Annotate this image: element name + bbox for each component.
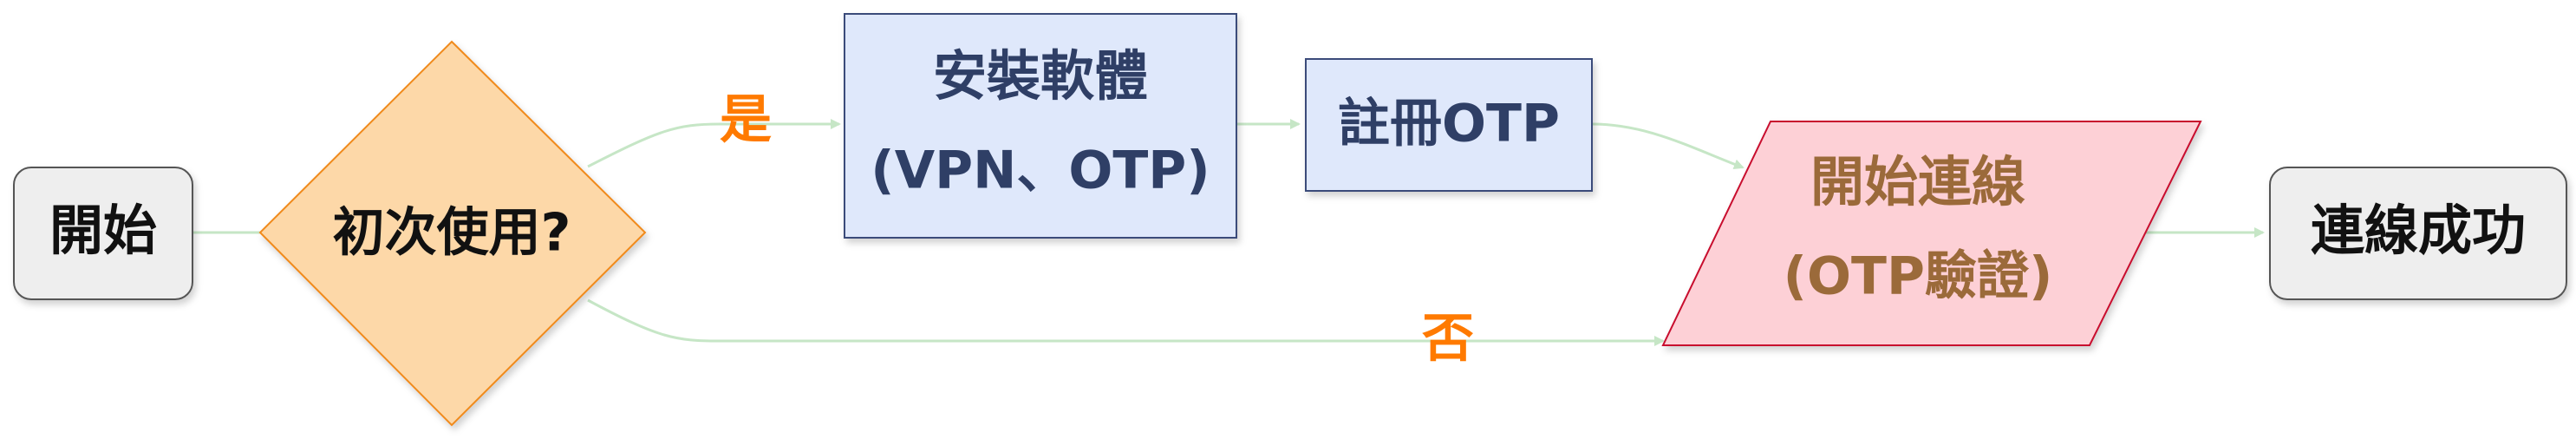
- connect-node-label-line1: 開始連線: [1810, 150, 2025, 213]
- decision-node-label: 初次使用?: [333, 203, 571, 264]
- decision-node: 初次使用?: [258, 40, 647, 427]
- start-node-shape: [13, 167, 193, 300]
- install-node: 安裝軟體 (VPN、OTP): [844, 13, 1237, 239]
- edge-register-to-connect: [1591, 122, 1745, 170]
- success-node: 連線成功: [2269, 167, 2567, 300]
- install-node-label-line1: 安裝軟體: [933, 44, 1148, 108]
- register-node-label: 註冊OTP: [1338, 94, 1560, 154]
- start-node-label: 開始: [49, 199, 157, 262]
- start-node: 開始: [13, 167, 193, 300]
- connect-node-label-line2: (OTP驗證): [1784, 246, 2053, 307]
- edge-decision-yes: [587, 119, 841, 168]
- install-node-label-line2: (VPN、OTP): [871, 141, 1210, 201]
- success-node-shape: [2269, 167, 2567, 300]
- success-node-label: 連線成功: [2311, 199, 2526, 262]
- decision-node-shape: [258, 40, 647, 427]
- install-node-shape: [844, 13, 1237, 239]
- no-label: 否: [1422, 309, 1474, 370]
- edge-decision-no: [587, 298, 1665, 346]
- register-node: 註冊OTP: [1305, 58, 1593, 192]
- yes-label: 是: [720, 90, 772, 151]
- connectors: [192, 119, 2265, 346]
- connect-node: 開始連線 (OTP驗證): [1661, 121, 2202, 346]
- connect-node-shape: [1661, 121, 2202, 346]
- register-node-shape: [1305, 58, 1593, 192]
